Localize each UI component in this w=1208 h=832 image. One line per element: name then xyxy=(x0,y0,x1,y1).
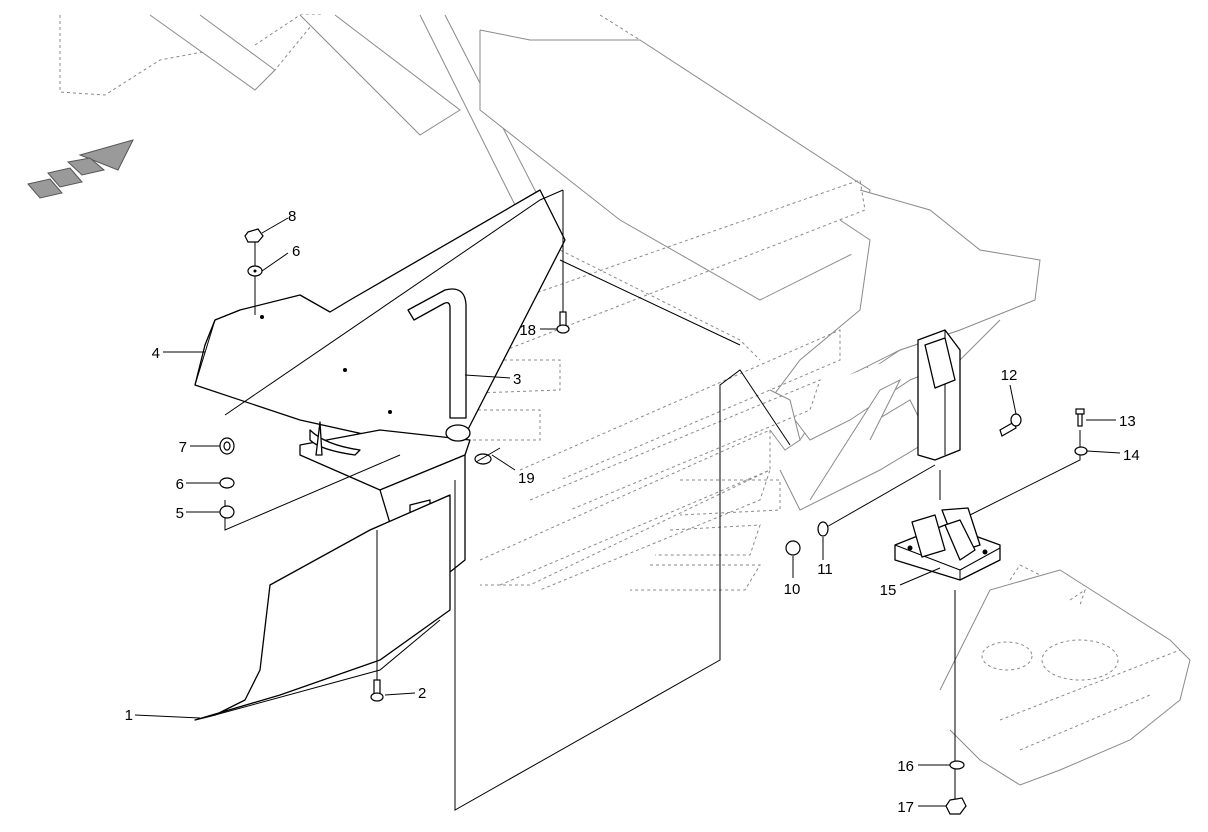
part-3-pipe xyxy=(407,288,467,419)
callout-13: 13 xyxy=(1119,413,1136,430)
callout-4: 4 xyxy=(152,345,160,362)
direction-arrow-icon xyxy=(27,139,134,199)
callout-6-lower: 6 xyxy=(176,476,184,493)
washer-icon xyxy=(949,760,965,770)
callout-1: 1 xyxy=(125,707,133,724)
callout-7: 7 xyxy=(179,439,187,456)
callout-labels: 1 2 3 4 5 6 6 7 8 10 11 12 13 14 15 16 1… xyxy=(125,208,1140,816)
nut-icon xyxy=(244,228,264,243)
washer-icon xyxy=(817,521,829,537)
bolt-icon xyxy=(1075,408,1085,427)
bolt-icon xyxy=(999,413,1022,437)
nut-icon xyxy=(785,540,801,556)
callout-15: 15 xyxy=(880,582,897,599)
callout-18: 18 xyxy=(519,322,536,339)
eyebolt-icon xyxy=(219,437,235,455)
callout-2: 2 xyxy=(418,685,426,702)
nut-icon xyxy=(945,797,967,815)
bolt-icon xyxy=(370,679,384,702)
callout-19: 19 xyxy=(518,470,535,487)
part-1-fin xyxy=(194,494,451,721)
part-4-cover-plate xyxy=(194,189,566,446)
washer-icon xyxy=(1074,446,1088,456)
washer-icon xyxy=(219,477,235,489)
callout-14: 14 xyxy=(1123,447,1140,464)
callout-5: 5 xyxy=(176,505,184,522)
callout-8: 8 xyxy=(288,208,296,225)
callout-17: 17 xyxy=(897,799,914,816)
callout-16: 16 xyxy=(897,758,914,775)
upright-post xyxy=(917,329,961,461)
callout-12: 12 xyxy=(1001,367,1018,384)
bolt-icon xyxy=(556,311,570,334)
machine-frame-ghost xyxy=(59,14,1191,786)
leader-lines xyxy=(134,217,1121,807)
part-15-base-bracket xyxy=(894,507,1001,581)
assembly-guide-lines xyxy=(224,189,1081,811)
callout-3: 3 xyxy=(513,371,521,388)
callout-10: 10 xyxy=(784,581,801,598)
pin-icon xyxy=(474,447,501,465)
nut-icon xyxy=(219,505,235,519)
callout-6-upper: 6 xyxy=(292,243,300,260)
callout-11: 11 xyxy=(817,561,833,578)
